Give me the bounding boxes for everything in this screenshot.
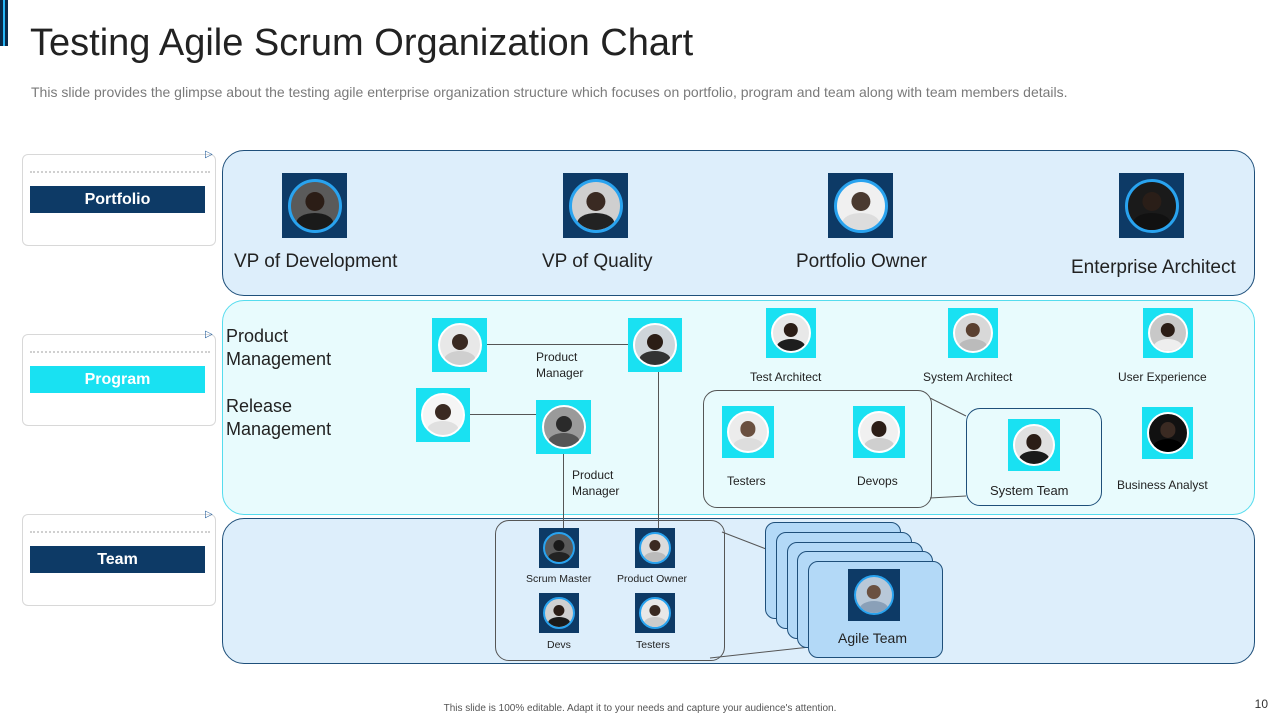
accent-bar-highlight (3, 0, 5, 46)
release-management-avatar (416, 388, 470, 442)
product-owner-label: Product Owner (617, 573, 688, 585)
system-team-group (966, 408, 1102, 506)
page-title: Testing Agile Scrum Organization Chart (30, 22, 694, 64)
connector-scrum-master (563, 454, 564, 529)
product-manager-1-avatar (628, 318, 682, 372)
user-experience-label: User Experience (1118, 370, 1207, 384)
team-level-label: Team (30, 546, 205, 573)
team-divider (30, 531, 210, 533)
system-architect-label: System Architect (923, 370, 1013, 384)
devops-label: Devops (857, 474, 898, 488)
vp-quality-avatar (563, 173, 628, 238)
connector-pm-top (487, 344, 629, 345)
connector-product-owner (658, 372, 659, 529)
program-divider (30, 351, 210, 353)
test-architect-avatar (766, 308, 816, 358)
vp-development-label: VP of Development (234, 251, 398, 272)
portfolio-level-label: Portfolio (30, 186, 205, 213)
product-owner-avatar (635, 528, 675, 568)
program-testers-avatar (722, 406, 774, 458)
team-testers-label: Testers (636, 639, 670, 651)
product-manager-2-avatar (536, 400, 591, 454)
agile-team-avatar (848, 569, 900, 621)
devs-label: Devs (547, 639, 571, 651)
system-team-avatar (1008, 419, 1060, 471)
business-analyst-avatar (1142, 407, 1193, 459)
page-number: 10 (1254, 697, 1268, 711)
system-architect-avatar (948, 308, 998, 358)
page-subtitle: This slide provides the glimpse about th… (31, 84, 1068, 100)
scrum-master-label: Scrum Master (526, 573, 592, 585)
test-architect-label: Test Architect (750, 370, 822, 384)
business-analyst-label: Business Analyst (1117, 478, 1208, 492)
system-team-label: System Team (990, 483, 1069, 498)
enterprise-architect-avatar (1119, 173, 1184, 238)
devs-avatar (539, 593, 579, 633)
portfolio-owner-avatar (828, 173, 893, 238)
program-level-label: Program (30, 366, 205, 393)
portfolio-band (222, 150, 1255, 296)
product-management-avatar (432, 318, 487, 372)
enterprise-architect-label: Enterprise Architect (1071, 257, 1236, 278)
program-arrow-icon: ▷ (205, 329, 213, 340)
vp-development-avatar (282, 173, 347, 238)
scrum-team-group (495, 520, 725, 661)
footer-note: This slide is 100% editable. Adapt it to… (443, 703, 837, 714)
portfolio-arrow-icon: ▷ (205, 149, 213, 160)
devops-avatar (853, 406, 905, 458)
team-band (222, 518, 1255, 664)
team-arrow-icon: ▷ (205, 509, 213, 520)
vp-quality-label: VP of Quality (542, 251, 653, 272)
program-testers-label: Testers (727, 474, 766, 488)
portfolio-owner-label: Portfolio Owner (796, 251, 927, 272)
team-testers-avatar (635, 593, 675, 633)
user-experience-avatar (1143, 308, 1193, 358)
agile-team-label: Agile Team (838, 630, 908, 646)
testers-devops-group (703, 390, 932, 508)
connector-pm-bottom (470, 414, 538, 415)
scrum-master-avatar (539, 528, 579, 568)
portfolio-divider (30, 171, 210, 173)
